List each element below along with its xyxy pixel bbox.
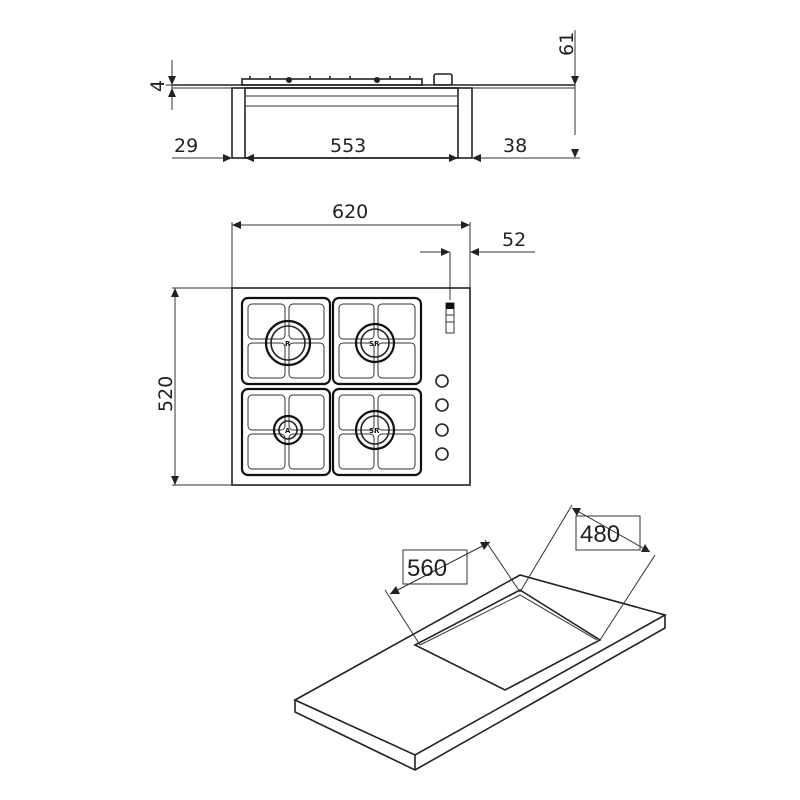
dim-left-offset: 29 [174, 135, 198, 157]
dim-cutout-depth: 480 [580, 521, 620, 548]
knob-4 [435, 447, 449, 461]
dim-glass-thickness: 4 [147, 80, 169, 92]
dim-knob-offset: 52 [502, 229, 526, 251]
burner-auxiliary: A [272, 414, 304, 446]
ignition-button-icon [445, 302, 455, 334]
burner-label-top-right: SR [369, 340, 380, 348]
grate-profile [241, 73, 453, 86]
burner-label-bottom-left: A [285, 427, 291, 435]
grate-bottom-left [240, 387, 332, 477]
dim-right-offset: 38 [503, 135, 527, 157]
side-view: 4 61 29 553 38 [147, 30, 580, 162]
knob-2 [435, 398, 449, 412]
control-knobs [435, 374, 449, 461]
burner-label-bottom-right: SR [369, 427, 380, 435]
dim-total-height: 61 [556, 32, 578, 56]
knob-3 [435, 423, 449, 437]
dim-cutout-width: 560 [407, 555, 447, 582]
dim-width: 620 [332, 201, 368, 223]
burner-rapid: R [264, 319, 312, 367]
burner-label-top-left: R [285, 340, 291, 348]
burner-semi-rapid-top: SR [354, 322, 396, 364]
knob-1 [435, 374, 449, 388]
countertop-view: 560 480 [293, 504, 668, 771]
top-view: 620 52 520 [155, 201, 535, 486]
dim-depth: 520 [155, 376, 177, 412]
burner-semi-rapid-bottom: SR [354, 409, 396, 451]
dim-cutout-side: 553 [330, 135, 366, 157]
